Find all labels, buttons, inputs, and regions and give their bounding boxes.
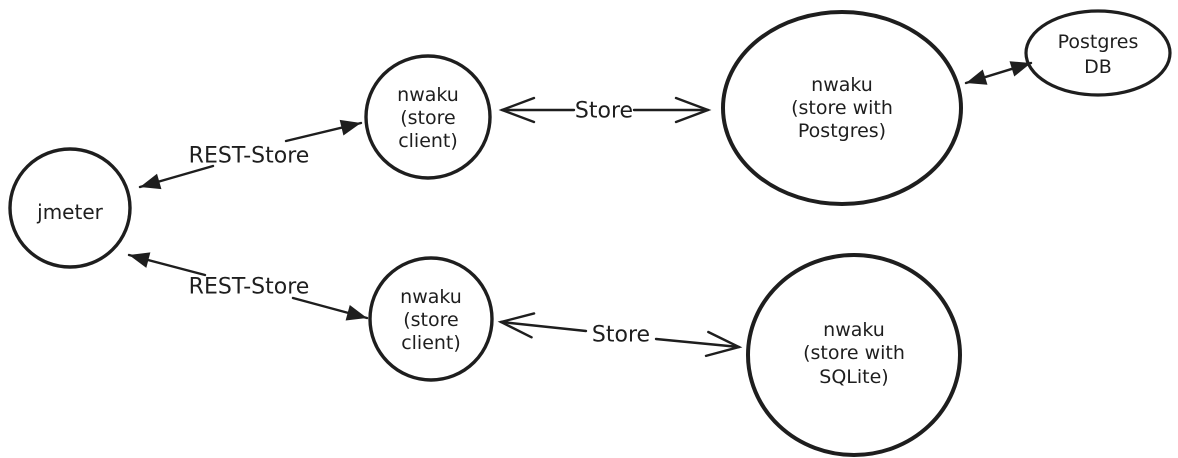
node-nwaku-store-client-top: nwaku (store client) bbox=[364, 54, 492, 180]
node-nwaku-store-postgres: nwaku (store with Postgres) bbox=[721, 10, 963, 206]
store-client-bottom-label-line3: client) bbox=[401, 332, 461, 354]
store-client-bottom-circle bbox=[368, 256, 494, 382]
store-client-bottom-label-line1: nwaku bbox=[400, 286, 462, 308]
store-client-top-label-line1: nwaku bbox=[397, 84, 459, 106]
edge-rest-store-bottom: REST-Store bbox=[127, 252, 369, 321]
edge-store-top: Store bbox=[498, 96, 712, 124]
store-sqlite-label-line1: nwaku bbox=[823, 319, 885, 341]
edge-label-rest-store-bottom: REST-Store bbox=[189, 275, 310, 300]
edge-label-store-bottom: Store bbox=[592, 323, 650, 348]
postgres-link-line bbox=[964, 61, 1033, 85]
edge-store-bottom: Store bbox=[497, 312, 743, 358]
store-postgres-circle bbox=[721, 10, 963, 206]
rest-store-bottom-line-right bbox=[291, 296, 369, 321]
node-nwaku-store-sqlite: nwaku (store with SQLite) bbox=[746, 253, 962, 457]
edge-postgres-link bbox=[964, 61, 1033, 85]
store-sqlite-label-line3: SQLite) bbox=[819, 366, 888, 388]
edge-label-rest-store-top: REST-Store bbox=[189, 144, 310, 169]
store-bottom-line-right bbox=[654, 330, 743, 358]
rest-store-top-line-right bbox=[284, 119, 363, 143]
store-bottom-line-left bbox=[497, 312, 588, 339]
store-client-bottom-label-line2: (store bbox=[403, 309, 458, 331]
postgres-db-circle bbox=[1024, 9, 1172, 97]
node-postgres-db: Postgres DB bbox=[1024, 9, 1172, 97]
node-nwaku-store-client-bottom: nwaku (store client) bbox=[368, 256, 494, 382]
store-sqlite-label-line2: (store with bbox=[803, 342, 905, 364]
store-client-top-label-line2: (store bbox=[400, 107, 455, 129]
store-sqlite-circle bbox=[746, 253, 962, 457]
postgres-db-label-line2: DB bbox=[1084, 56, 1112, 78]
store-client-top-circle bbox=[364, 54, 492, 180]
store-postgres-label-line3: Postgres) bbox=[798, 120, 886, 142]
rest-store-top-line-left bbox=[138, 164, 215, 190]
edge-label-store-top: Store bbox=[575, 99, 633, 124]
store-postgres-label-line2: (store with bbox=[791, 97, 893, 119]
store-client-top-label-line3: client) bbox=[398, 130, 458, 152]
jmeter-circle bbox=[8, 147, 132, 269]
node-jmeter: jmeter bbox=[8, 147, 132, 269]
rest-store-bottom-line-left bbox=[127, 252, 207, 277]
postgres-db-label-line1: Postgres bbox=[1058, 31, 1139, 53]
jmeter-label: jmeter bbox=[36, 200, 103, 224]
edge-rest-store-top: REST-Store bbox=[138, 119, 363, 190]
store-postgres-label-line1: nwaku bbox=[811, 74, 873, 96]
